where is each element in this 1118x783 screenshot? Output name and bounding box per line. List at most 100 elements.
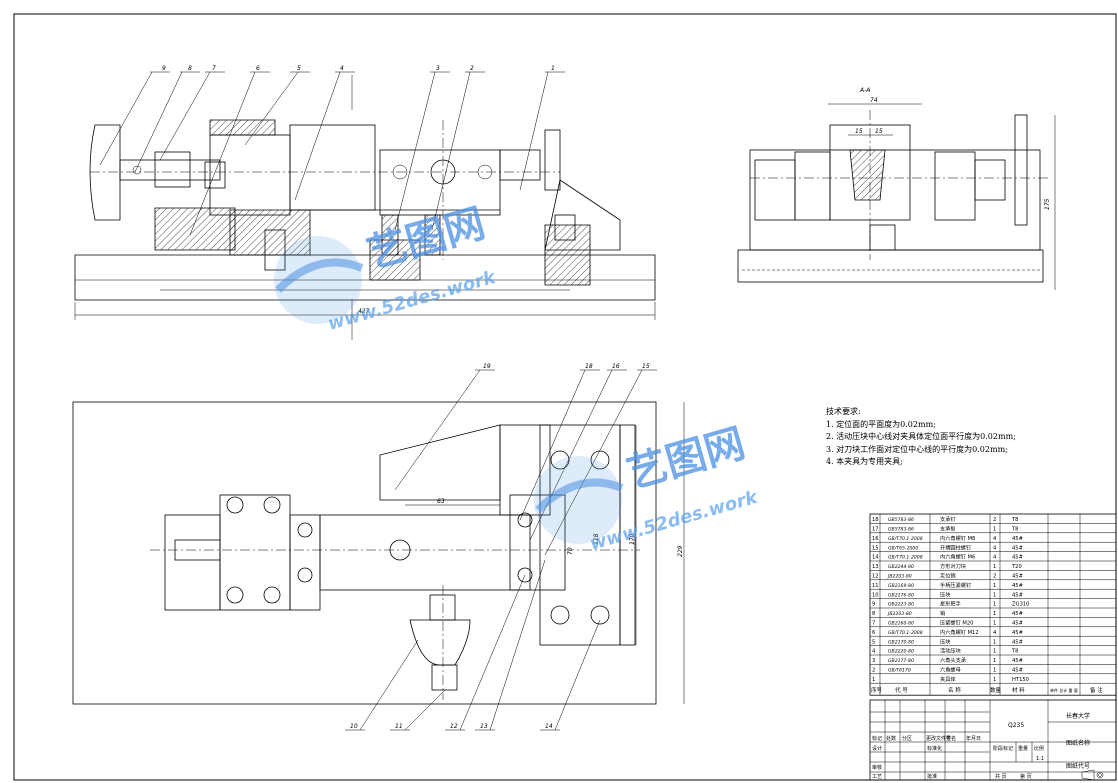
bom-cell-name: 销 xyxy=(940,609,945,617)
svg-text:13: 13 xyxy=(480,723,488,730)
svg-text:7: 7 xyxy=(212,65,216,72)
bom-cell-no: 11 xyxy=(872,583,879,589)
bom-cell-name: 内六角螺钉 M6 xyxy=(940,553,975,561)
bom-header-wt: 单件 总计 重 量 xyxy=(1050,687,1078,693)
bom-cell-code: GB/T70.1-2008 xyxy=(888,536,923,542)
bom-cell-no: 12 xyxy=(872,574,879,580)
bom-cell-name: 支承板 xyxy=(940,525,956,533)
bom-cell-name: 夹具体 xyxy=(940,675,956,683)
svg-text:2: 2 xyxy=(470,65,474,72)
dim-plan-63: 63 xyxy=(437,498,445,505)
bom-cell-code: GB/T6170 xyxy=(888,668,911,674)
tb-mark: 标记 xyxy=(872,735,882,742)
bom-cell-qty: 1 xyxy=(993,592,996,598)
plan-view: 63 70 118 170 229 xyxy=(72,401,685,705)
bom-cell-name: 六角头支承 xyxy=(940,656,967,664)
tb-sheet-no: 第 页 xyxy=(1020,773,1032,780)
bom-cell-no: 7 xyxy=(872,621,875,627)
tb-change-doc: 更改文件号 xyxy=(926,735,951,742)
bom-cell-qty: 1 xyxy=(993,649,996,655)
bom-cell-mat: T8 xyxy=(1011,527,1018,533)
svg-text:12: 12 xyxy=(450,723,458,730)
bom-cell-no: 1 xyxy=(872,677,875,683)
drawing-border xyxy=(13,13,1117,781)
bom-cell-no: 4 xyxy=(872,649,876,655)
bom-header: 序号代 号名 称数量材 料单件 总计 重 量备 注 xyxy=(871,686,1103,694)
bom-cell-name: 支承钉 xyxy=(940,515,956,523)
svg-text:8: 8 xyxy=(188,65,192,72)
balloon-19: 19 xyxy=(394,363,495,491)
bom-cell-name: 手柄压紧螺钉 xyxy=(940,581,971,589)
bom-cell-no: 5 xyxy=(872,639,875,645)
tb-weight-label: 重量 xyxy=(1018,745,1028,752)
balloon-7a: 7 xyxy=(159,65,225,161)
bom-cell-no: 3 xyxy=(872,658,875,664)
balloon-9: 9 xyxy=(99,65,170,166)
bom-cell-qty: 1 xyxy=(993,639,996,645)
bom-cell-mat: 45# xyxy=(1012,621,1023,627)
bom-cell-name: 压块 xyxy=(940,637,951,645)
bom-cell-no: 9 xyxy=(872,602,875,608)
svg-text:15: 15 xyxy=(642,363,650,370)
bom-cell-qty: 4 xyxy=(993,630,997,636)
tech-item-3: 3. 对刀块工作面对定位中心线的平行度为0.02mm; xyxy=(826,444,1008,454)
bom-header-mat: 材 料 xyxy=(1012,686,1025,694)
tech-title: 技术要求: xyxy=(826,407,861,416)
balloon-18: 18 xyxy=(519,363,600,521)
bom-header-no: 序号 xyxy=(871,686,883,694)
svg-text:14: 14 xyxy=(545,723,553,730)
bom-cell-code: GB2176-80 xyxy=(888,592,914,598)
bom-cell-code: GB2220-80 xyxy=(888,649,914,655)
dim-top-width: 74 xyxy=(870,97,878,104)
bom-cell-qty: 1 xyxy=(993,527,996,533)
bom-cell-mat: 45# xyxy=(1012,583,1023,589)
bom-cell-code: GB5783-86 xyxy=(888,527,914,533)
balloons-plan: 19 18 16 15 10 11 12 13 14 xyxy=(345,363,657,731)
tech-item-4: 4. 本夹具为专用夹具; xyxy=(826,457,903,466)
technical-requirements: 技术要求: 1. 定位面的平面度为0.02mm; 2. 活动压块中心线对夹具体定… xyxy=(826,406,1066,469)
svg-text:艺图网: 艺图网 xyxy=(362,200,490,277)
title-block: Q235 长春大学 图纸名称 图纸代号 阶段标记 重量 比例 1:1 共 页 第… xyxy=(869,699,1117,781)
svg-text:10: 10 xyxy=(350,723,358,730)
bom-cell-qty: 4 xyxy=(993,545,997,551)
tb-scale-label: 比例 xyxy=(1034,745,1044,752)
bom-cell-code: JB2203-80 xyxy=(887,574,912,580)
bom-cell-no: 2 xyxy=(872,668,875,674)
balloon-14: 14 xyxy=(540,619,601,731)
svg-text:4: 4 xyxy=(340,65,344,72)
bom-cell-qty: 1 xyxy=(993,668,996,674)
bom-header-name: 名 称 xyxy=(948,686,961,694)
tb-scale: 1:1 xyxy=(1036,756,1044,762)
tech-item-2: 2. 活动压块中心线对夹具体定位面平行度为0.02mm; xyxy=(826,432,1016,441)
svg-text:11: 11 xyxy=(395,723,403,730)
balloon-13: 13 xyxy=(475,559,546,731)
bom-cell-name: 六角螺母 xyxy=(940,666,961,674)
bom-cell-mat: 45# xyxy=(1012,658,1023,664)
svg-text:1: 1 xyxy=(551,65,555,72)
bom-cell-code: GB2244-80 xyxy=(888,564,914,570)
bom-cell-name: 活动压块 xyxy=(940,647,962,655)
bom-cell-no: 15 xyxy=(872,545,879,551)
bom-cell-code: GB/T70.1-2008 xyxy=(888,630,923,636)
bom-cell-no: 18 xyxy=(872,517,879,523)
dim-plan-70: 70 xyxy=(567,547,574,555)
section-label: A-A xyxy=(859,87,870,94)
bom-cell-mat: 45# xyxy=(1012,545,1023,551)
bom-header-remark: 备 注 xyxy=(1090,686,1103,694)
bom-cell-name: 压紧螺钉 M20 xyxy=(940,619,973,627)
bom-cell-name: 方形对刀块 xyxy=(940,562,967,570)
bom-cell-mat: 45# xyxy=(1012,574,1023,580)
bom-cell-qty: 1 xyxy=(993,564,996,570)
bom-cell-name: 压块 xyxy=(940,590,951,598)
tb-date: 年月日 xyxy=(966,735,981,742)
tech-item-1: 1. 定位面的平面度为0.02mm; xyxy=(826,419,936,429)
bom-cell-no: 13 xyxy=(872,564,879,570)
